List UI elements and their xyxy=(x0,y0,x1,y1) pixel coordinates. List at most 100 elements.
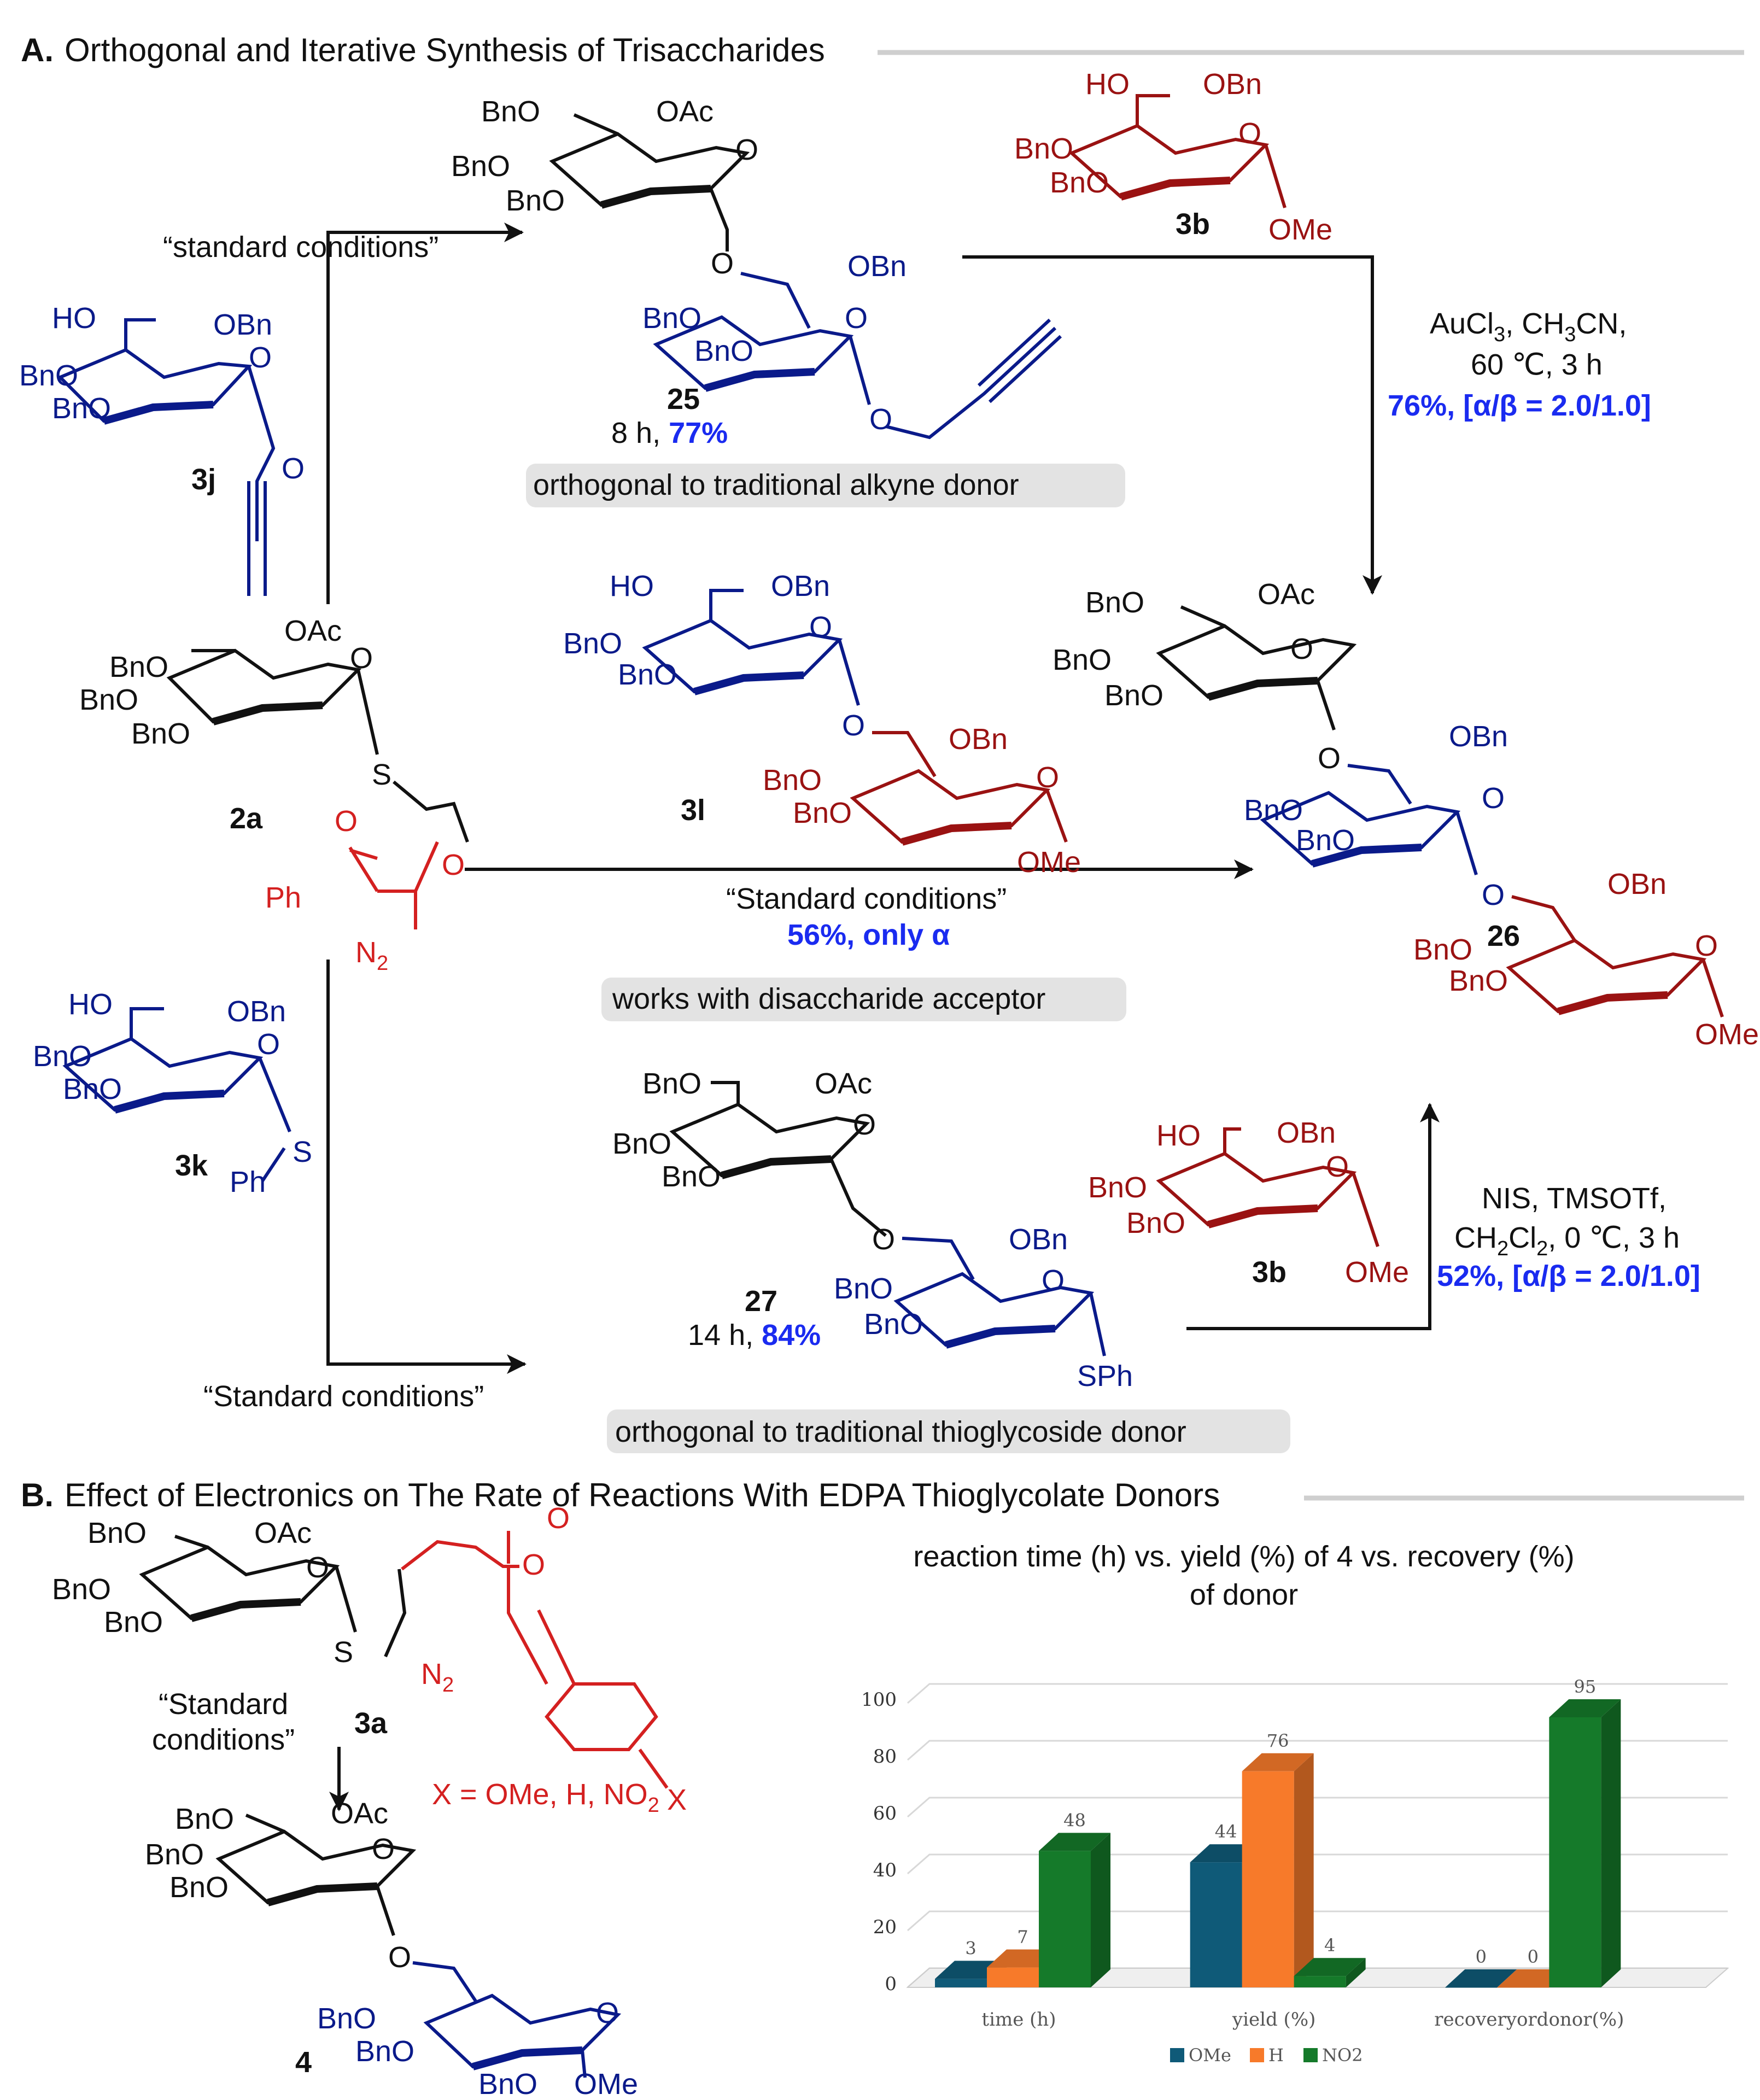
section-b-letter: B. xyxy=(21,1477,54,1513)
cond-standard-b-1: “Standard xyxy=(159,1688,288,1721)
svg-text:OAc: OAc xyxy=(254,1517,312,1549)
x-substituents: X = OMe, H, NO2 xyxy=(432,1778,659,1817)
section-a-header: A. Orthogonal and Iterative Synthesis of… xyxy=(21,32,1744,68)
svg-text:BnO: BnO xyxy=(793,797,852,829)
structure-2a: OAc BnO BnO BnO O S O O Ph N2 2a xyxy=(79,615,469,975)
svg-text:O: O xyxy=(872,1223,895,1256)
structure-3a: BnO OAc BnO O BnO S O O N2 X X = OMe, H,… xyxy=(52,1502,687,1817)
svg-text:BnO: BnO xyxy=(175,1803,234,1835)
bar-top-OMe xyxy=(1445,1969,1517,1987)
label-26: 26 xyxy=(1487,920,1520,952)
svg-text:OMe: OMe xyxy=(1017,846,1081,879)
svg-text:OMe: OMe xyxy=(1345,1256,1409,1289)
y-tick-label: 100 xyxy=(861,1689,897,1711)
svg-text:OBn: OBn xyxy=(949,723,1008,756)
structure-3k: HO OBn O BnO BnO S Ph 3k xyxy=(33,988,312,1198)
svg-text:BnO: BnO xyxy=(1088,1171,1147,1204)
svg-text:BnO: BnO xyxy=(763,764,822,797)
svg-text:O: O xyxy=(335,805,358,838)
bar-top-NO2 xyxy=(1549,1699,1621,1717)
bar-H xyxy=(987,1967,1039,1987)
svg-text:BnO: BnO xyxy=(19,359,78,392)
cond-au-yield: 76%, [α/β = 2.0/1.0] xyxy=(1388,389,1651,422)
svg-text:BnO: BnO xyxy=(1449,964,1508,997)
svg-text:Ph: Ph xyxy=(265,881,301,914)
svg-text:O: O xyxy=(522,1548,545,1581)
svg-text:O: O xyxy=(1482,782,1505,815)
svg-text:OBn: OBn xyxy=(1607,868,1667,900)
y-tick-label: 40 xyxy=(873,1859,897,1881)
svg-text:O: O xyxy=(596,1997,619,2029)
svg-text:OMe: OMe xyxy=(1268,213,1332,246)
svg-text:O: O xyxy=(1042,1264,1065,1297)
svg-text:BnO: BnO xyxy=(52,392,111,425)
svg-text:X: X xyxy=(667,1783,687,1816)
bar-NO2 xyxy=(1549,1717,1601,1987)
svg-text:BnO: BnO xyxy=(109,651,168,683)
x-category-label: time (h) xyxy=(981,2009,1056,2031)
label-3b-top: 3b xyxy=(1176,208,1210,241)
svg-text:BnO: BnO xyxy=(1244,794,1303,827)
bar-value-label: 48 xyxy=(1063,1810,1086,1830)
svg-text:OMe: OMe xyxy=(574,2068,638,2100)
note-alkyne-box xyxy=(526,464,1125,507)
svg-text:OBn: OBn xyxy=(1009,1223,1068,1256)
svg-text:OBn: OBn xyxy=(771,570,830,602)
y-tick-label: 80 xyxy=(873,1746,897,1768)
svg-text:N2: N2 xyxy=(355,936,388,975)
legend-swatch-OMe xyxy=(1170,2048,1184,2062)
svg-text:O: O xyxy=(1238,117,1261,150)
svg-text:BnO: BnO xyxy=(317,2002,376,2035)
note-alkyne: orthogonal to traditional alkyne donor xyxy=(533,469,1019,501)
bar-value-label: 0 xyxy=(1476,1946,1487,1967)
chart-title-line1: reaction time (h) vs. yield (%) of 4 vs.… xyxy=(913,1540,1574,1573)
svg-text:BnO: BnO xyxy=(694,335,753,367)
svg-text:S: S xyxy=(334,1636,353,1669)
svg-text:BnO: BnO xyxy=(63,1073,122,1105)
cond-nis-line1: NIS, TMSOTf, xyxy=(1482,1182,1667,1215)
conditions: “standard conditions” 25 8 h, 77% “Stand… xyxy=(152,231,1700,1756)
svg-text:O: O xyxy=(350,642,373,675)
svg-text:BnO: BnO xyxy=(618,658,677,691)
svg-text:O: O xyxy=(442,849,465,881)
svg-text:BnO: BnO xyxy=(1413,933,1472,966)
svg-text:BnO: BnO xyxy=(145,1838,204,1871)
structure-25: BnO OAc BnO O BnO O OBn O BnO BnO O xyxy=(451,95,1062,440)
gridline xyxy=(907,1910,1728,1932)
cond-25: 8 h, 77% xyxy=(611,417,728,449)
svg-text:OMe: OMe xyxy=(1695,1018,1759,1051)
section-a-letter: A. xyxy=(21,32,54,68)
svg-text:BnO: BnO xyxy=(1053,644,1112,676)
svg-text:O: O xyxy=(1695,929,1718,962)
svg-text:HO: HO xyxy=(68,988,113,1021)
bar-chart: reaction time (h) vs. yield (%) of 4 vs.… xyxy=(861,1540,1729,2066)
bar-value-label: 44 xyxy=(1215,1821,1237,1842)
svg-text:O: O xyxy=(1318,742,1341,775)
legend-label-H: H xyxy=(1268,2045,1284,2066)
structure-3j: HO OBn O BnO BnO O 3j xyxy=(19,302,305,596)
svg-text:O: O xyxy=(735,133,758,166)
svg-text:S: S xyxy=(293,1136,312,1168)
gridline xyxy=(907,1853,1728,1875)
svg-text:OAc: OAc xyxy=(331,1797,388,1830)
svg-text:OBn: OBn xyxy=(227,995,286,1028)
svg-text:OBn: OBn xyxy=(213,308,272,341)
bar-value-label: 3 xyxy=(965,1938,976,1958)
note-thio-box xyxy=(607,1409,1290,1453)
reaction-arrows xyxy=(326,223,1440,1811)
svg-text:OBn: OBn xyxy=(1203,68,1262,101)
svg-text:BnO: BnO xyxy=(104,1606,163,1639)
svg-text:BnO: BnO xyxy=(478,2068,537,2100)
svg-text:O: O xyxy=(1036,761,1059,794)
cond-25-label: 25 xyxy=(667,383,700,416)
bar-value-label: 0 xyxy=(1528,1946,1539,1967)
label-4: 4 xyxy=(295,2046,312,2079)
svg-text:OAc: OAc xyxy=(1258,578,1315,611)
cond-standard-bottom: “Standard conditions” xyxy=(203,1380,484,1413)
bar-value-label: 95 xyxy=(1574,1676,1596,1697)
bar-NO2 xyxy=(1039,1851,1091,1987)
svg-text:BnO: BnO xyxy=(834,1272,893,1305)
svg-text:BnO: BnO xyxy=(1085,586,1144,619)
svg-text:BnO: BnO xyxy=(1014,132,1073,165)
